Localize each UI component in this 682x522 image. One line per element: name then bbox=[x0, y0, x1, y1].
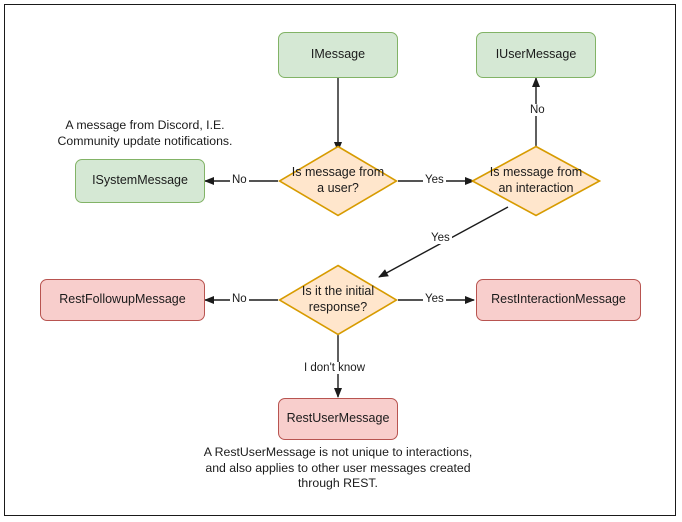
node-restinteractionmessage-label: RestInteractionMessage bbox=[491, 292, 626, 307]
diamond-shape-q-from-user bbox=[278, 145, 398, 217]
edge-label-no-restfollowupmessage: No bbox=[230, 293, 249, 305]
note-system-message: A message from Discord, I.E. Community u… bbox=[57, 118, 233, 148]
note-rest-user-message: A RestUserMessage is not unique to inter… bbox=[203, 445, 473, 491]
node-q-from-interaction[interactable]: Is message from an interaction bbox=[471, 145, 601, 217]
node-q-from-interaction-line2: an interaction bbox=[498, 181, 574, 195]
node-iusermessage-label: IUserMessage bbox=[495, 47, 577, 62]
node-imessage-label: IMessage bbox=[310, 47, 366, 62]
node-q-from-user-line2: a user? bbox=[317, 181, 359, 195]
node-q-initial-response-label: Is it the initial response? bbox=[278, 264, 398, 336]
node-q-from-interaction-label: Is message from an interaction bbox=[471, 145, 601, 217]
edge-label-i-dont-know-restusermessage: I don't know bbox=[302, 362, 368, 374]
flowchart: IMessage IUserMessage ISystemMessage Is … bbox=[5, 5, 675, 515]
edge-label-no-iusermessage: No bbox=[528, 104, 547, 116]
node-restfollowupmessage[interactable]: RestFollowupMessage bbox=[40, 279, 205, 321]
node-q-initial-response-line2: response? bbox=[308, 300, 368, 314]
edge-label-yes-q-from-interaction: Yes bbox=[423, 174, 446, 186]
node-q-initial-response[interactable]: Is it the initial response? bbox=[278, 264, 398, 336]
edge-label-no-isystemmessage: No bbox=[230, 174, 249, 186]
node-restfollowupmessage-label: RestFollowupMessage bbox=[59, 292, 186, 307]
edge-label-yes-q-initial-response: Yes bbox=[429, 232, 452, 244]
diamond-shape-q-from-interaction bbox=[471, 145, 601, 217]
diamond-shape-q-initial-response bbox=[278, 264, 398, 336]
node-q-from-interaction-line1: Is message from bbox=[489, 165, 583, 180]
node-restusermessage-label: RestUserMessage bbox=[286, 411, 390, 426]
edge-layer bbox=[204, 77, 540, 398]
edge-label-yes-restinteractionmessage: Yes bbox=[423, 293, 446, 305]
node-isystemmessage-label: ISystemMessage bbox=[92, 173, 188, 188]
node-q-from-user[interactable]: Is message from a user? bbox=[278, 145, 398, 217]
node-iusermessage[interactable]: IUserMessage bbox=[476, 32, 596, 78]
node-q-from-user-line1: Is message from bbox=[291, 165, 385, 180]
node-imessage[interactable]: IMessage bbox=[278, 32, 398, 78]
diagram-canvas: IMessage IUserMessage ISystemMessage Is … bbox=[4, 4, 676, 516]
node-restusermessage[interactable]: RestUserMessage bbox=[278, 398, 398, 440]
node-q-from-user-label: Is message from a user? bbox=[278, 145, 398, 217]
node-isystemmessage[interactable]: ISystemMessage bbox=[75, 159, 205, 203]
node-restinteractionmessage[interactable]: RestInteractionMessage bbox=[476, 279, 641, 321]
node-q-initial-response-line1: Is it the initial bbox=[301, 284, 375, 299]
